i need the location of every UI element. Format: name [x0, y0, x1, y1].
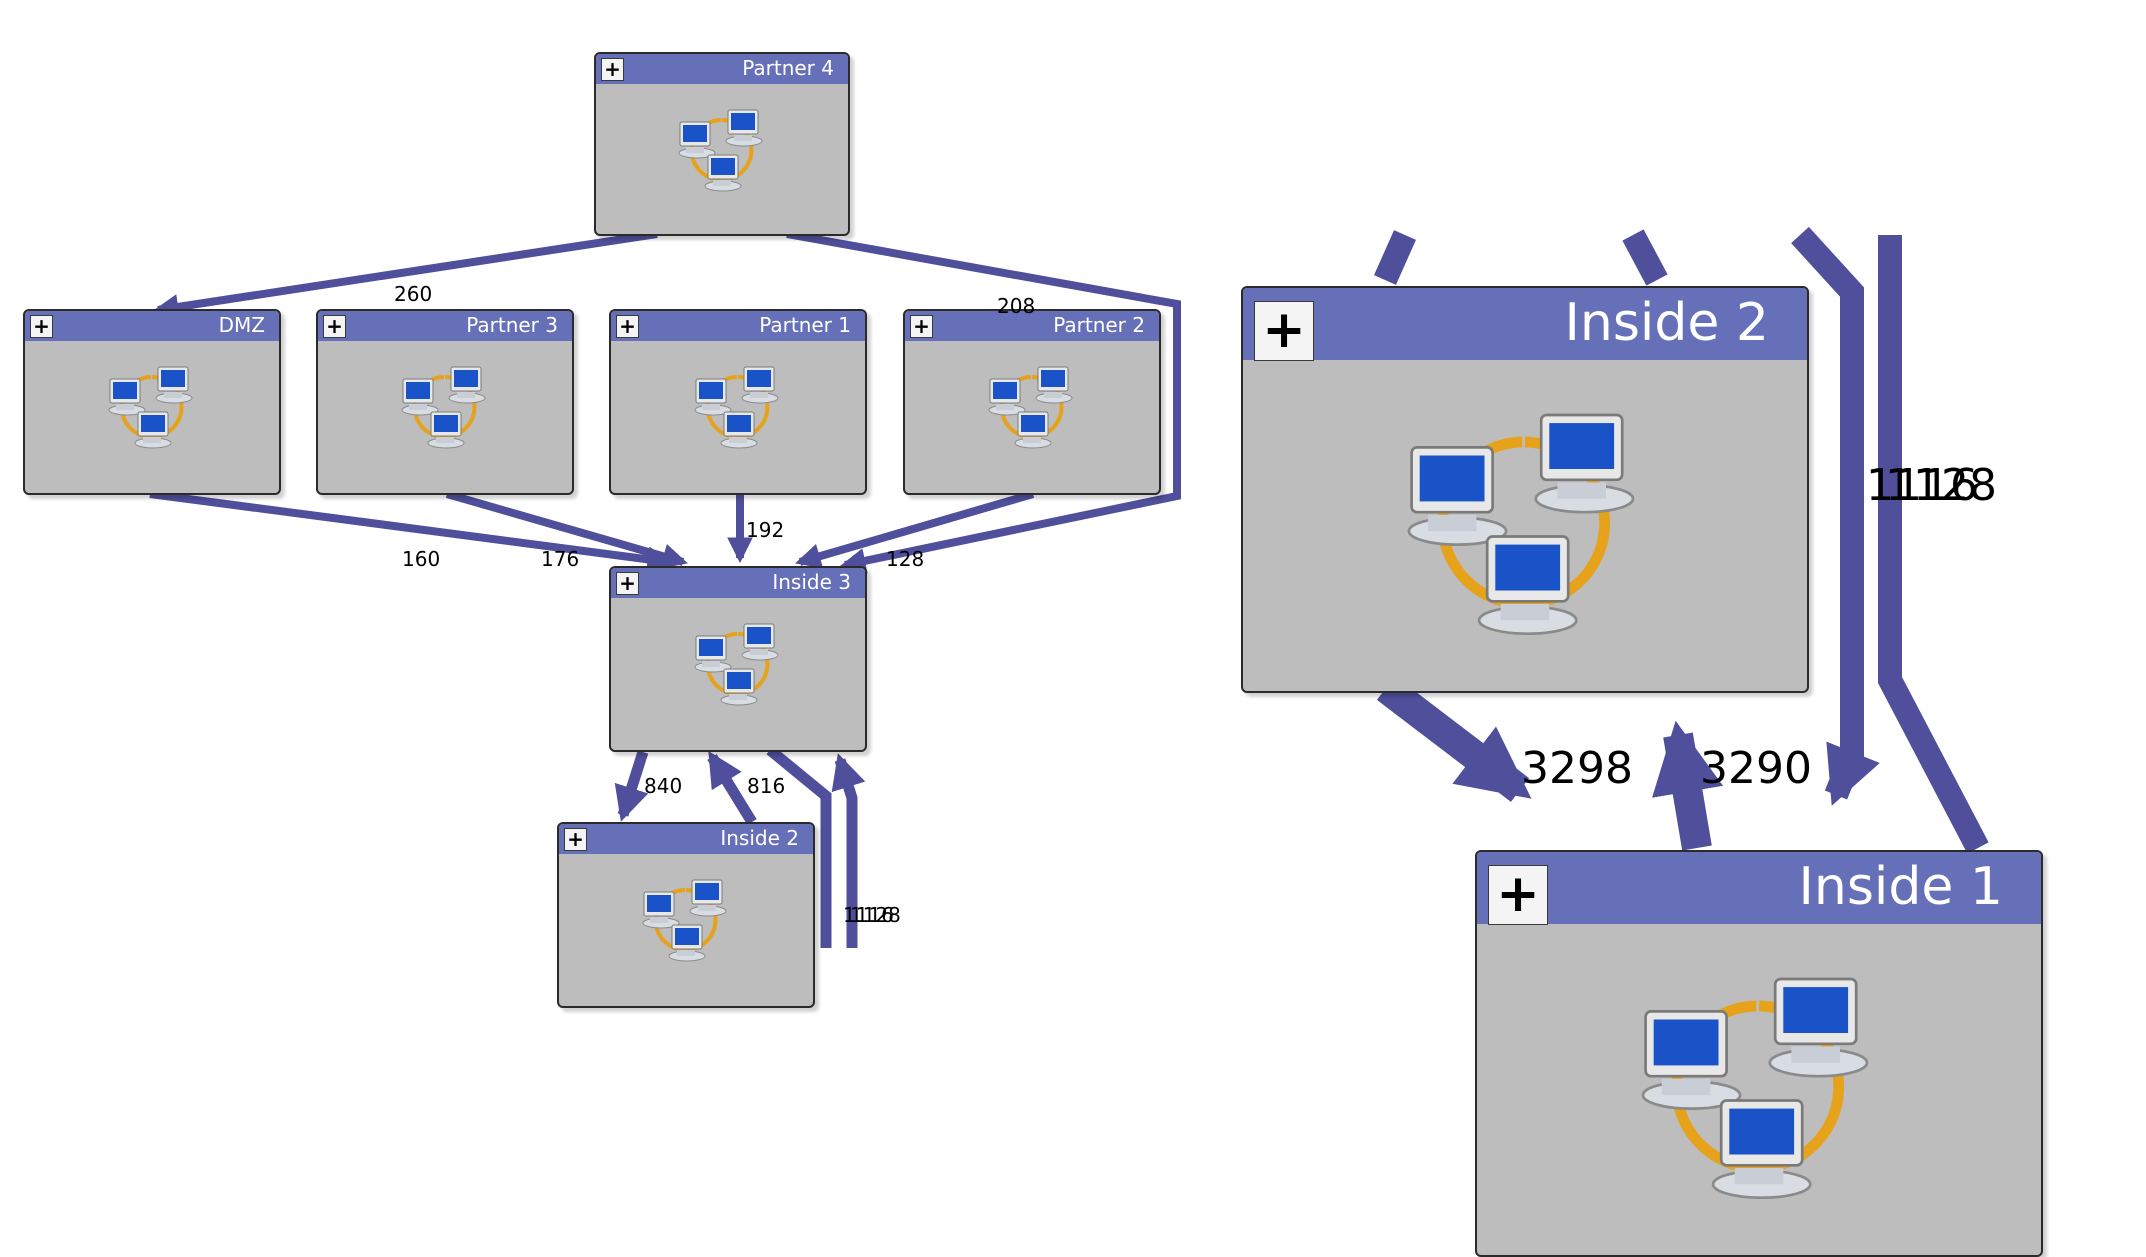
- connection-layer: [149, 226, 1989, 948]
- edge-label-inside1-inside2: 3290: [1700, 743, 1812, 794]
- edge-partner2-to-inside3[interactable]: [795, 490, 1035, 569]
- node-title: DMZ: [218, 313, 265, 337]
- expand-button[interactable]: +: [601, 58, 624, 81]
- network-group-icon: [395, 357, 495, 457]
- node-header: Partner 4: [596, 54, 848, 84]
- edge-label-outer-b: 1128: [1885, 460, 1997, 511]
- node-title: Partner 4: [742, 56, 834, 80]
- edge-outer-a[interactable]: [1791, 226, 1880, 806]
- edge-top-a[interactable]: [1374, 230, 1416, 285]
- network-group-icon: [982, 357, 1082, 457]
- node-inside2[interactable]: Inside 2 +: [557, 822, 815, 1008]
- expand-button[interactable]: +: [323, 315, 346, 338]
- edge-inside3-down-a[interactable]: [766, 745, 832, 948]
- expand-button[interactable]: +: [1254, 301, 1314, 361]
- edge-inside1-to-inside2[interactable]: [1652, 720, 1724, 851]
- expand-button[interactable]: +: [616, 572, 639, 595]
- edge-label-inside3-down-a: 1116: [843, 903, 894, 927]
- node-inside1-zoomed[interactable]: Inside 1 +: [1475, 850, 2043, 1257]
- network-group-icon: [688, 357, 788, 457]
- node-title: Inside 1: [1798, 857, 2003, 917]
- network-group-icon: [688, 614, 788, 714]
- node-header: Inside 1: [1477, 852, 2041, 924]
- edge-label-partner2-inside3: 128: [886, 547, 925, 571]
- node-title: Inside 2: [720, 826, 799, 850]
- node-dmz[interactable]: DMZ +: [23, 309, 281, 495]
- node-header: Inside 2: [1243, 288, 1807, 360]
- network-group-icon: [102, 357, 202, 457]
- network-group-icon: [1624, 952, 1894, 1222]
- node-header: Partner 3: [318, 311, 572, 341]
- node-title: Partner 2: [1053, 313, 1145, 337]
- network-group-icon: [672, 100, 772, 200]
- edge-label-inside3-down-b: 1128: [850, 903, 901, 927]
- node-partner2[interactable]: Partner 2 +: [903, 309, 1161, 495]
- node-title: Inside 2: [1564, 293, 1769, 353]
- network-group-icon: [636, 870, 736, 970]
- edge-dmz-to-inside3[interactable]: [149, 490, 674, 573]
- node-inside3[interactable]: Inside 3 +: [609, 566, 867, 752]
- edge-label-inside2-inside3: 816: [747, 774, 786, 798]
- edge-label-partner4-inside3: 208: [997, 294, 1036, 318]
- node-header: Partner 1: [611, 311, 865, 341]
- node-header: Partner 2: [905, 311, 1159, 341]
- node-header: Inside 2: [559, 824, 813, 854]
- edge-label-partner4-dmz: 260: [394, 282, 433, 306]
- edge-partner4-to-inside3[interactable]: [786, 230, 1181, 574]
- node-title: Partner 1: [759, 313, 851, 337]
- network-group-icon: [1390, 388, 1660, 658]
- edge-outer-b[interactable]: [1878, 235, 1989, 854]
- expand-button[interactable]: +: [1488, 865, 1548, 925]
- edge-label-partner3-inside3: 176: [541, 547, 580, 571]
- edge-inside3-to-inside2[interactable]: [614, 750, 649, 822]
- node-title: Inside 3: [772, 570, 851, 594]
- edge-inside2-to-inside3[interactable]: [707, 751, 757, 825]
- edge-partner3-to-inside3[interactable]: [445, 490, 688, 569]
- expand-button[interactable]: +: [564, 828, 587, 851]
- expand-button[interactable]: +: [910, 315, 933, 338]
- node-header: Inside 3: [611, 568, 865, 598]
- network-topology-diagram: Partner 4 + DMZ + Partner 3 + Partner 1 …: [23, 52, 2043, 1257]
- edge-top-b[interactable]: [1622, 229, 1668, 286]
- edge-inside2-to-inside1[interactable]: [1376, 676, 1532, 802]
- edge-label-inside3-inside2: 840: [644, 774, 683, 798]
- node-partner3[interactable]: Partner 3 +: [316, 309, 574, 495]
- node-partner4[interactable]: Partner 4 +: [594, 52, 850, 236]
- node-title: Partner 3: [466, 313, 558, 337]
- expand-button[interactable]: +: [30, 315, 53, 338]
- edge-inside3-down-b[interactable]: [831, 753, 866, 948]
- expand-button[interactable]: +: [616, 315, 639, 338]
- edge-label-inside2-inside1: 3298: [1521, 743, 1633, 794]
- edge-label-dmz-inside3: 160: [402, 547, 441, 571]
- node-inside2-zoomed[interactable]: Inside 2 +: [1241, 286, 1809, 693]
- node-partner1[interactable]: Partner 1 +: [609, 309, 867, 495]
- node-header: DMZ: [25, 311, 279, 341]
- edge-label-partner1-inside3: 192: [746, 518, 785, 542]
- edge-label-outer-a: 1116: [1866, 460, 1978, 511]
- edge-partner4-to-dmz[interactable]: [152, 230, 658, 320]
